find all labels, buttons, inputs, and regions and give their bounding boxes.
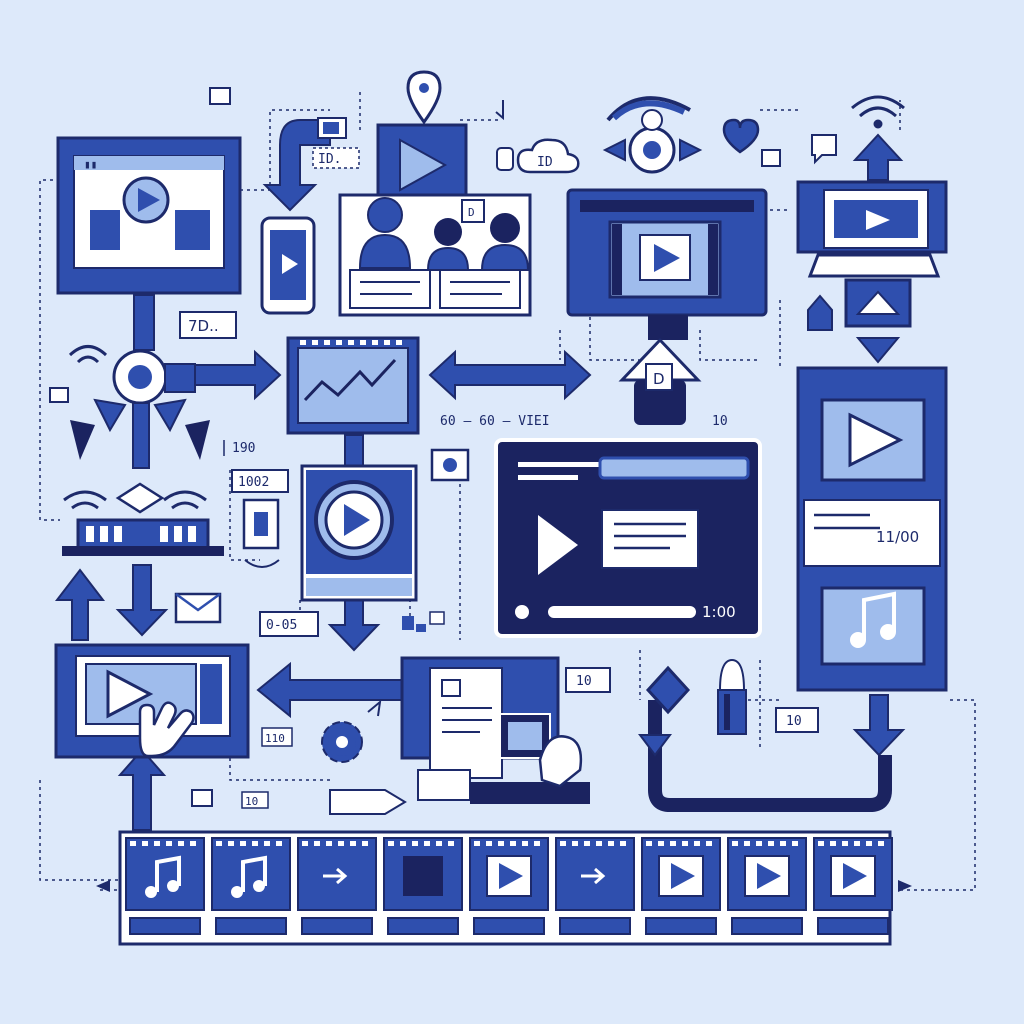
film-frame: [297, 837, 377, 935]
player-time: 1:00: [702, 603, 736, 621]
play-icon: [654, 244, 680, 272]
film-frame: [383, 837, 463, 935]
heart-icon: [722, 118, 760, 154]
arrow-icon: [323, 867, 348, 885]
film-strip-icon: [118, 830, 893, 946]
smartphone-icon: [260, 216, 316, 315]
router-icon: [62, 482, 224, 556]
play-icon: [671, 863, 695, 889]
id-tag: ID.: [318, 152, 341, 167]
tag-icon: [807, 294, 833, 331]
play-icon: [848, 412, 904, 468]
arrow-up: [54, 568, 106, 641]
laptop-icon: [796, 180, 948, 278]
arrow-up-right: [852, 133, 904, 181]
film-frame: [641, 837, 721, 935]
play-icon: [344, 504, 370, 536]
box-0-05: 0-05: [266, 618, 297, 633]
film-frame: [125, 837, 205, 935]
arrow-down-left: [115, 564, 169, 637]
box-1002: 1002: [238, 475, 269, 490]
wifi-icon: [851, 95, 905, 129]
play-block: [300, 464, 418, 602]
arrow-shaft: [133, 294, 155, 351]
video-window-top: [566, 188, 768, 340]
arrow-down: [327, 599, 381, 652]
double-arrow: [428, 349, 592, 401]
location-pin-icon: [406, 70, 442, 125]
play-icon: [499, 863, 523, 889]
music-note-icon: [155, 855, 181, 892]
arrow-up-bottom: [117, 748, 167, 831]
arrow-right: [194, 349, 282, 401]
curved-arrow: [262, 119, 331, 212]
svg-text:ID: ID: [537, 155, 553, 170]
arrow-icon: [581, 867, 606, 885]
timeline-arrows: [96, 880, 912, 892]
diamond-icon: [645, 665, 691, 715]
return-pipe: [648, 700, 892, 812]
flow-arrows: [54, 119, 906, 831]
tag-10-right: 10: [576, 674, 592, 689]
usb-drive-icon: [242, 498, 280, 568]
play-icon: [843, 863, 867, 889]
play-icon: [106, 669, 154, 719]
chat-bubble-icon: [811, 134, 837, 165]
monitor-top-left: ▮▮: [56, 136, 242, 295]
audience-panel: D: [338, 123, 532, 317]
home-icon: [844, 278, 912, 328]
arrow-left: [256, 661, 406, 719]
play-icon: [757, 863, 781, 889]
envelope-icon: [174, 592, 222, 624]
camera-hub: [68, 345, 210, 469]
music-note-icon: [241, 855, 267, 892]
right-media-panel: 11/00: [796, 366, 948, 692]
mid-row-text: 60 — 60 — VIEI: [440, 414, 550, 429]
tag-110: 110: [265, 732, 285, 745]
note-7d: 7D..: [188, 317, 219, 335]
film-frame: [211, 837, 291, 935]
monitor-tag: ▮▮: [84, 158, 97, 171]
arrow-down-right-lower: [852, 694, 906, 757]
webcam-icon: [602, 96, 703, 174]
cloud-icon: ID: [516, 138, 580, 174]
video-player: 1:00: [494, 438, 762, 638]
small-tag-icon: [209, 87, 231, 105]
document-icon: [400, 656, 590, 804]
film-frame: [469, 837, 549, 935]
arrow-outline-right: [329, 789, 407, 815]
group-badge: D: [468, 206, 475, 219]
film-frame: [555, 837, 635, 935]
people-icon: [358, 197, 530, 271]
film-frame: [813, 837, 893, 935]
camera-icon: [430, 448, 470, 482]
panel-time: 11/00: [876, 528, 919, 546]
num-10-mid: 10: [712, 414, 728, 429]
tag-10-bottom: 10: [786, 714, 802, 729]
chart-icon: [286, 336, 420, 435]
pin-badge: D: [618, 337, 702, 425]
film-frame: [727, 837, 807, 935]
note-190: 190: [232, 441, 255, 456]
svg-text:D: D: [653, 370, 665, 388]
wifi-icon-left: [68, 345, 108, 364]
play-button: [538, 515, 578, 575]
gear-icon: [321, 699, 382, 763]
usb-drive-icon-right: [717, 658, 747, 735]
arrow-down-right: [855, 337, 901, 364]
hand-cursor-icon: [138, 701, 195, 758]
tag-small-10: 10: [245, 795, 258, 808]
tablet-icon: [54, 643, 250, 759]
music-note-icon: [850, 591, 896, 648]
